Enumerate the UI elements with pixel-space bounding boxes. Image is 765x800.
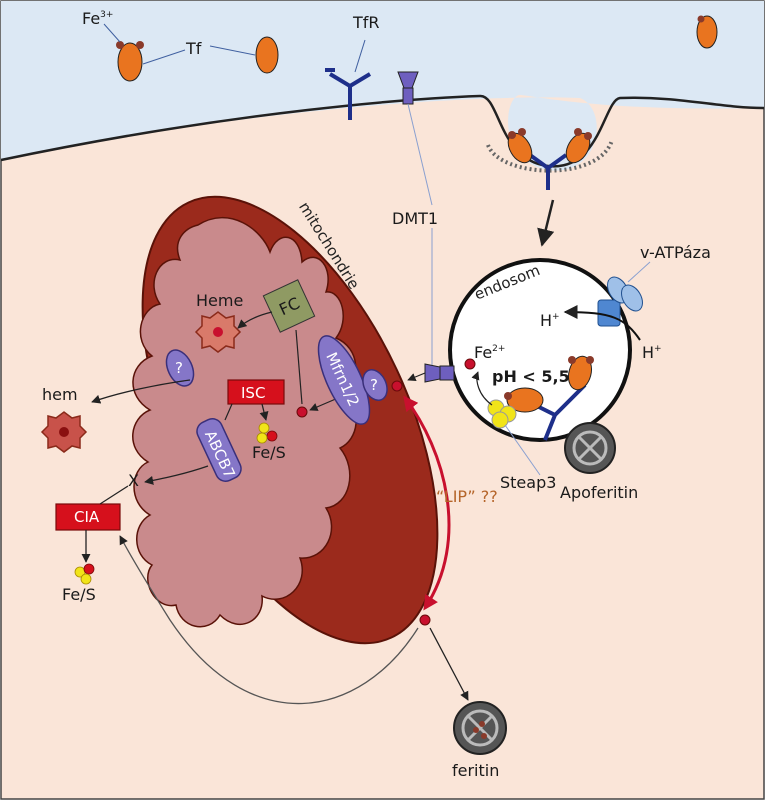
fe3-label: Fe3+	[82, 9, 113, 28]
h-plus-inside-label: H+	[540, 311, 560, 330]
dmt1-leader	[407, 103, 433, 206]
iron-to-ferritin-arrow	[429, 627, 469, 701]
extracellular-space	[1, 1, 764, 171]
dmt1-surface	[397, 71, 419, 105]
heme-exporter-protein	[165, 349, 195, 387]
fes-mito-label: Fe/S	[252, 443, 286, 462]
tfr-label: TfR	[352, 13, 380, 32]
fes-cyto-label: Fe/S	[62, 585, 96, 604]
ferritin-icon	[453, 701, 507, 755]
apoferritin-icon	[564, 422, 616, 474]
lip-double-arrow	[403, 395, 451, 611]
hem-icon	[40, 411, 88, 453]
feritin-label: feritin	[452, 761, 499, 780]
tf-tfr-complex-endosome	[504, 355, 594, 441]
heme-exporter-q-label: ?	[175, 359, 183, 377]
fe3-leader	[103, 23, 121, 43]
x-cia-leader	[99, 485, 129, 505]
v-atpase-pump	[597, 276, 643, 327]
endosome	[448, 258, 632, 442]
transferrin-molecule	[696, 15, 718, 49]
transferrin-molecule	[116, 41, 144, 82]
tfr-leader	[354, 39, 366, 73]
v-atpaza-label: v-ATPáza	[640, 243, 711, 262]
proton-pump-arrow	[563, 305, 641, 341]
tf-leader	[209, 45, 256, 56]
abcb7-box	[196, 418, 242, 482]
fc-box	[262, 279, 316, 333]
abcb7-x-arrow	[144, 465, 209, 485]
fe2-label: Fe2+	[474, 343, 505, 362]
fe2-iron-dot	[464, 358, 476, 370]
lip-iron-dot-top	[391, 380, 403, 392]
heme-export-arrow	[91, 379, 191, 404]
steap3-protein	[487, 399, 517, 429]
endocytosis-arrow	[537, 199, 555, 247]
hem-label: hem	[42, 385, 78, 404]
steap3-reduction-arrow	[471, 371, 493, 406]
steap3-label: Steap3	[500, 473, 556, 492]
cia-box	[55, 503, 121, 531]
outer-carrier-q-label: ?	[370, 376, 378, 394]
transferrin-molecule	[255, 36, 279, 74]
fes-cluster-mito	[256, 422, 278, 444]
x-label: X	[128, 471, 139, 490]
lip-iron-dot-bottom	[419, 614, 431, 626]
tf-leader	[142, 49, 186, 65]
transferrin-receptor	[325, 68, 372, 120]
heme-icon	[194, 311, 242, 353]
fes-cluster-cyto	[74, 563, 95, 585]
mito-iron-dot	[296, 406, 308, 418]
isc-box	[227, 379, 285, 405]
dmt1-label: DMT1	[392, 209, 438, 228]
mfrn-protein	[317, 335, 371, 425]
fc-heme-arrow	[237, 311, 273, 329]
cia-label: CIA	[74, 508, 100, 526]
isc-fes-arrow	[259, 403, 269, 421]
h-plus-outside-label: H+	[642, 343, 662, 362]
tf-tfr-complex-pit	[507, 128, 592, 190]
dmt1-endosome	[424, 363, 455, 383]
steap3-leader	[504, 424, 541, 476]
isc-label: ISC	[241, 384, 265, 402]
outer-membrane-carrier	[362, 369, 388, 401]
iron-to-cia-arrow	[119, 535, 419, 705]
isc-abcb7-leader	[224, 403, 233, 421]
fc-iron-leader	[295, 329, 303, 405]
ph-label: pH < 5,5	[492, 367, 570, 386]
tf-label: Tf	[185, 39, 202, 58]
fe-export-arrow	[407, 372, 426, 382]
heme-label: Heme	[196, 291, 243, 310]
v-atpase-leader	[627, 261, 651, 283]
lip-label: “LIP” ??	[436, 487, 498, 506]
apoferitin-label: Apoferitin	[560, 483, 638, 502]
